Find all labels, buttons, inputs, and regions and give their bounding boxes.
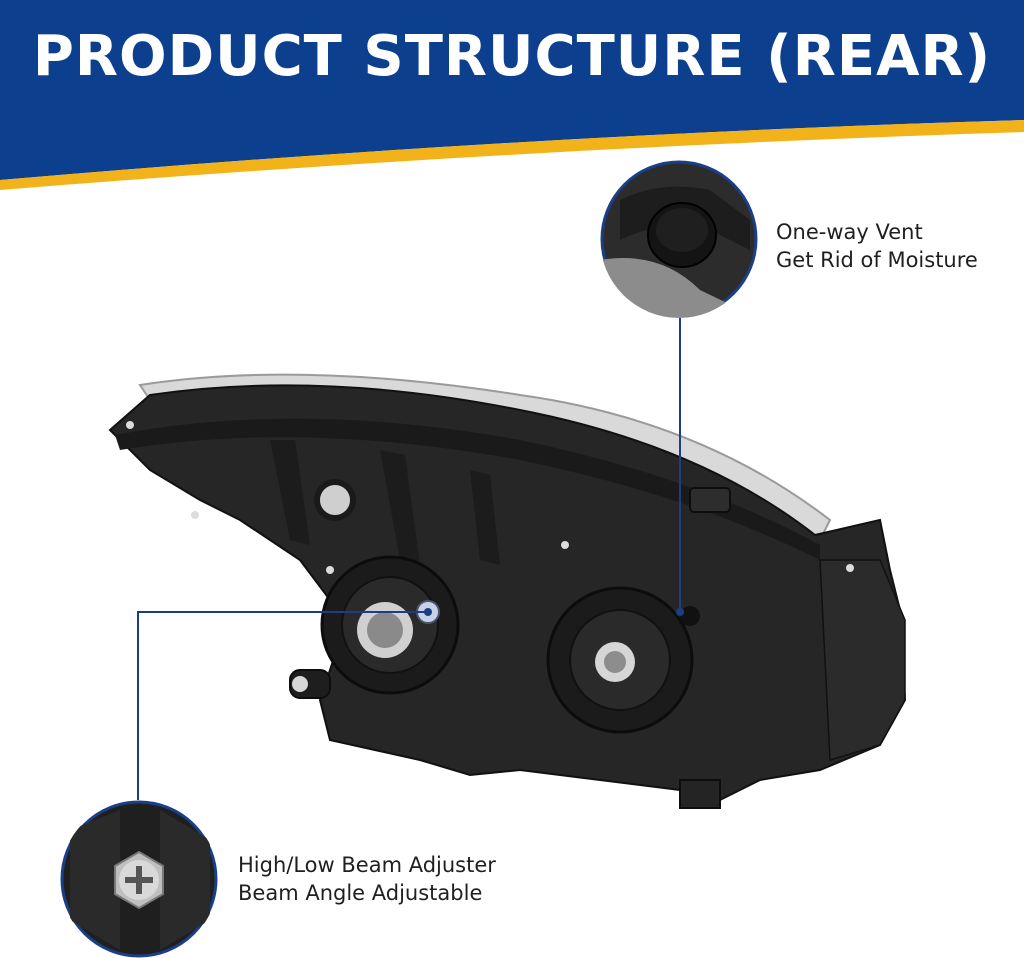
- vent-callout-label: One-way Vent Get Rid of Moisture: [776, 218, 978, 274]
- header-banner: [0, 0, 1024, 200]
- beam-adjuster-zoom-image: [60, 800, 218, 958]
- vent-callout-line2: Get Rid of Moisture: [776, 248, 978, 272]
- beam-callout-label: High/Low Beam Adjuster Beam Angle Adjust…: [238, 851, 496, 907]
- vent-callout-line1: One-way Vent: [776, 220, 923, 244]
- beam-callout-line2: Beam Angle Adjustable: [238, 881, 483, 905]
- page-title: PRODUCT STRUCTURE (REAR): [32, 24, 992, 89]
- vent-zoom-image: [600, 160, 758, 318]
- beam-callout-line1: High/Low Beam Adjuster: [238, 853, 496, 877]
